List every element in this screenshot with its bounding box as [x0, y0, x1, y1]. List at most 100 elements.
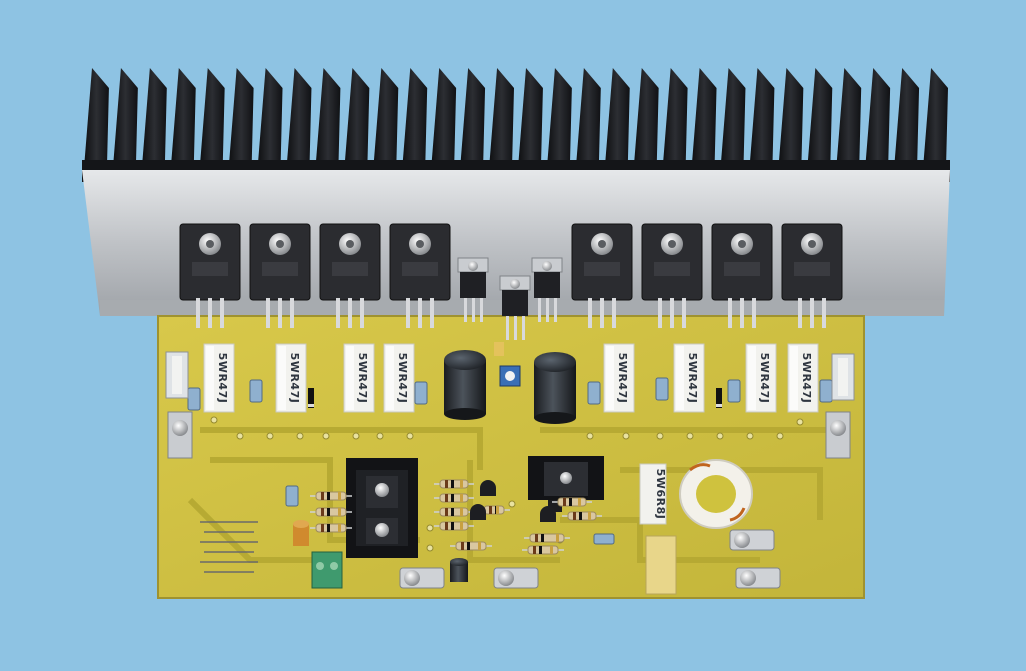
- power-resistor: 5WR47J: [745, 343, 777, 413]
- pcb-hole: [746, 432, 754, 440]
- signal-resistor: [310, 491, 352, 501]
- bracket-right: [825, 411, 851, 459]
- power-resistors: 5WR47J 5WR47J 5WR47J 5WR47J 5WR47J 5WR47J 5WR4…: [203, 343, 819, 413]
- power-resistor: 5WR47J: [275, 343, 307, 413]
- signal-resistor: [552, 497, 592, 507]
- heatsink-fin: [257, 68, 283, 168]
- heatsink-fin: [518, 68, 543, 168]
- electrolytic-capacitor-small: [450, 558, 468, 582]
- signal-resistor: [434, 479, 474, 489]
- heatsink-fin: [141, 68, 167, 168]
- pcb-hole: [296, 432, 304, 440]
- heatsink-fin: [749, 68, 775, 168]
- pcb-hole: [236, 432, 244, 440]
- signal-resistor: [478, 505, 510, 515]
- electrolytic-capacitor-right: [534, 352, 576, 424]
- signal-resistor: [434, 521, 474, 531]
- heatsink-fin: [286, 68, 312, 168]
- heatsink-fin: [633, 68, 659, 168]
- pcb-hole: [406, 432, 414, 440]
- pcb-hole: [508, 500, 516, 508]
- electrolytic-capacitor-orange: [293, 520, 309, 546]
- power-transistor: [711, 223, 773, 328]
- power-resistor: 5WR47J: [383, 343, 415, 413]
- heatsink-fin: [84, 68, 109, 168]
- resistor-label: 5WR47J: [800, 353, 813, 404]
- resistor-label: 5WR47J: [616, 353, 629, 404]
- heatsink-fin: [402, 68, 428, 168]
- pcb-hole: [426, 544, 434, 552]
- spade-terminal: [735, 567, 781, 589]
- pcb-hole: [686, 432, 694, 440]
- heatsink-fin: [923, 68, 948, 168]
- power-transistor: [249, 223, 311, 328]
- power-resistor: 5WR47J: [203, 343, 235, 413]
- driver-transistors: [457, 257, 563, 340]
- power-resistor: 5WR47J: [603, 343, 635, 413]
- resistor-label: 5WR47J: [686, 353, 699, 404]
- power-resistor-6r8: 5W6R8J: [639, 463, 667, 525]
- heatsink-fin: [112, 68, 138, 168]
- input-terminal-block: [311, 551, 343, 589]
- signal-resistor: [310, 507, 352, 517]
- driver-transistor: [457, 257, 489, 322]
- heatsink-fin: [865, 68, 891, 168]
- heatsink-fin: [807, 68, 833, 168]
- power-transistor: [571, 223, 633, 328]
- pcb-traces: [187, 427, 840, 563]
- pcb-hole: [656, 432, 664, 440]
- pcb-hole: [426, 524, 434, 532]
- pcb-hole: [266, 432, 274, 440]
- heatsink-fin: [546, 68, 572, 168]
- signal-resistor: [434, 507, 474, 517]
- pcb-hole: [376, 432, 384, 440]
- heatsink-fin: [662, 68, 688, 168]
- heatsink-fin: [894, 68, 920, 168]
- pcb-hole: [352, 432, 360, 440]
- heatsink-fin: [460, 68, 486, 168]
- resistor-label: 5WR47J: [356, 353, 369, 404]
- power-transistors: [179, 223, 843, 328]
- heatsink-fin: [575, 68, 601, 168]
- resistor-label: 5W6R8J: [654, 469, 667, 520]
- resistor-label: 5WR47J: [216, 353, 229, 404]
- spade-terminal: [729, 529, 775, 551]
- heatsink-fin: [315, 68, 341, 168]
- signal-resistor: [522, 545, 564, 555]
- spade-terminal: [399, 567, 445, 589]
- signal-resistor: [524, 533, 570, 543]
- resistor-label: 5WR47J: [288, 353, 301, 404]
- fuse-left: [165, 351, 189, 399]
- film-capacitors: [187, 377, 833, 545]
- heatsink-fins: [84, 68, 948, 168]
- bracket-left: [167, 411, 193, 459]
- output-inductor: [679, 459, 753, 529]
- diodes: [308, 388, 722, 408]
- pcb-hole: [622, 432, 630, 440]
- power-resistor: 5WR47J: [673, 343, 705, 413]
- power-resistor: 5WR47J: [787, 343, 819, 413]
- box-capacitor: [645, 535, 677, 595]
- resistor-label: 5WR47J: [758, 353, 771, 404]
- tantalum-capacitor: [494, 342, 504, 356]
- pcb-hole: [322, 432, 330, 440]
- heatsink-fin: [604, 68, 630, 168]
- spade-terminal: [493, 567, 539, 589]
- signal-resistors: [310, 479, 602, 555]
- pcb-hole: [210, 416, 218, 424]
- power-transistor: [781, 223, 843, 328]
- power-resistor: 5WR47J: [343, 343, 375, 413]
- power-transistor: [179, 223, 241, 328]
- heatsink-fin: [170, 68, 196, 168]
- small-signal-transistors: [470, 480, 556, 522]
- heatsink-fin: [344, 68, 370, 168]
- driver-transistor: [531, 257, 563, 322]
- signal-resistor: [434, 493, 474, 503]
- heatsink-fin: [836, 68, 862, 168]
- heatsink-fin: [778, 68, 804, 168]
- heatsink-fin: [199, 68, 225, 168]
- pcb-hole: [716, 432, 724, 440]
- heatsink-fin: [228, 68, 254, 168]
